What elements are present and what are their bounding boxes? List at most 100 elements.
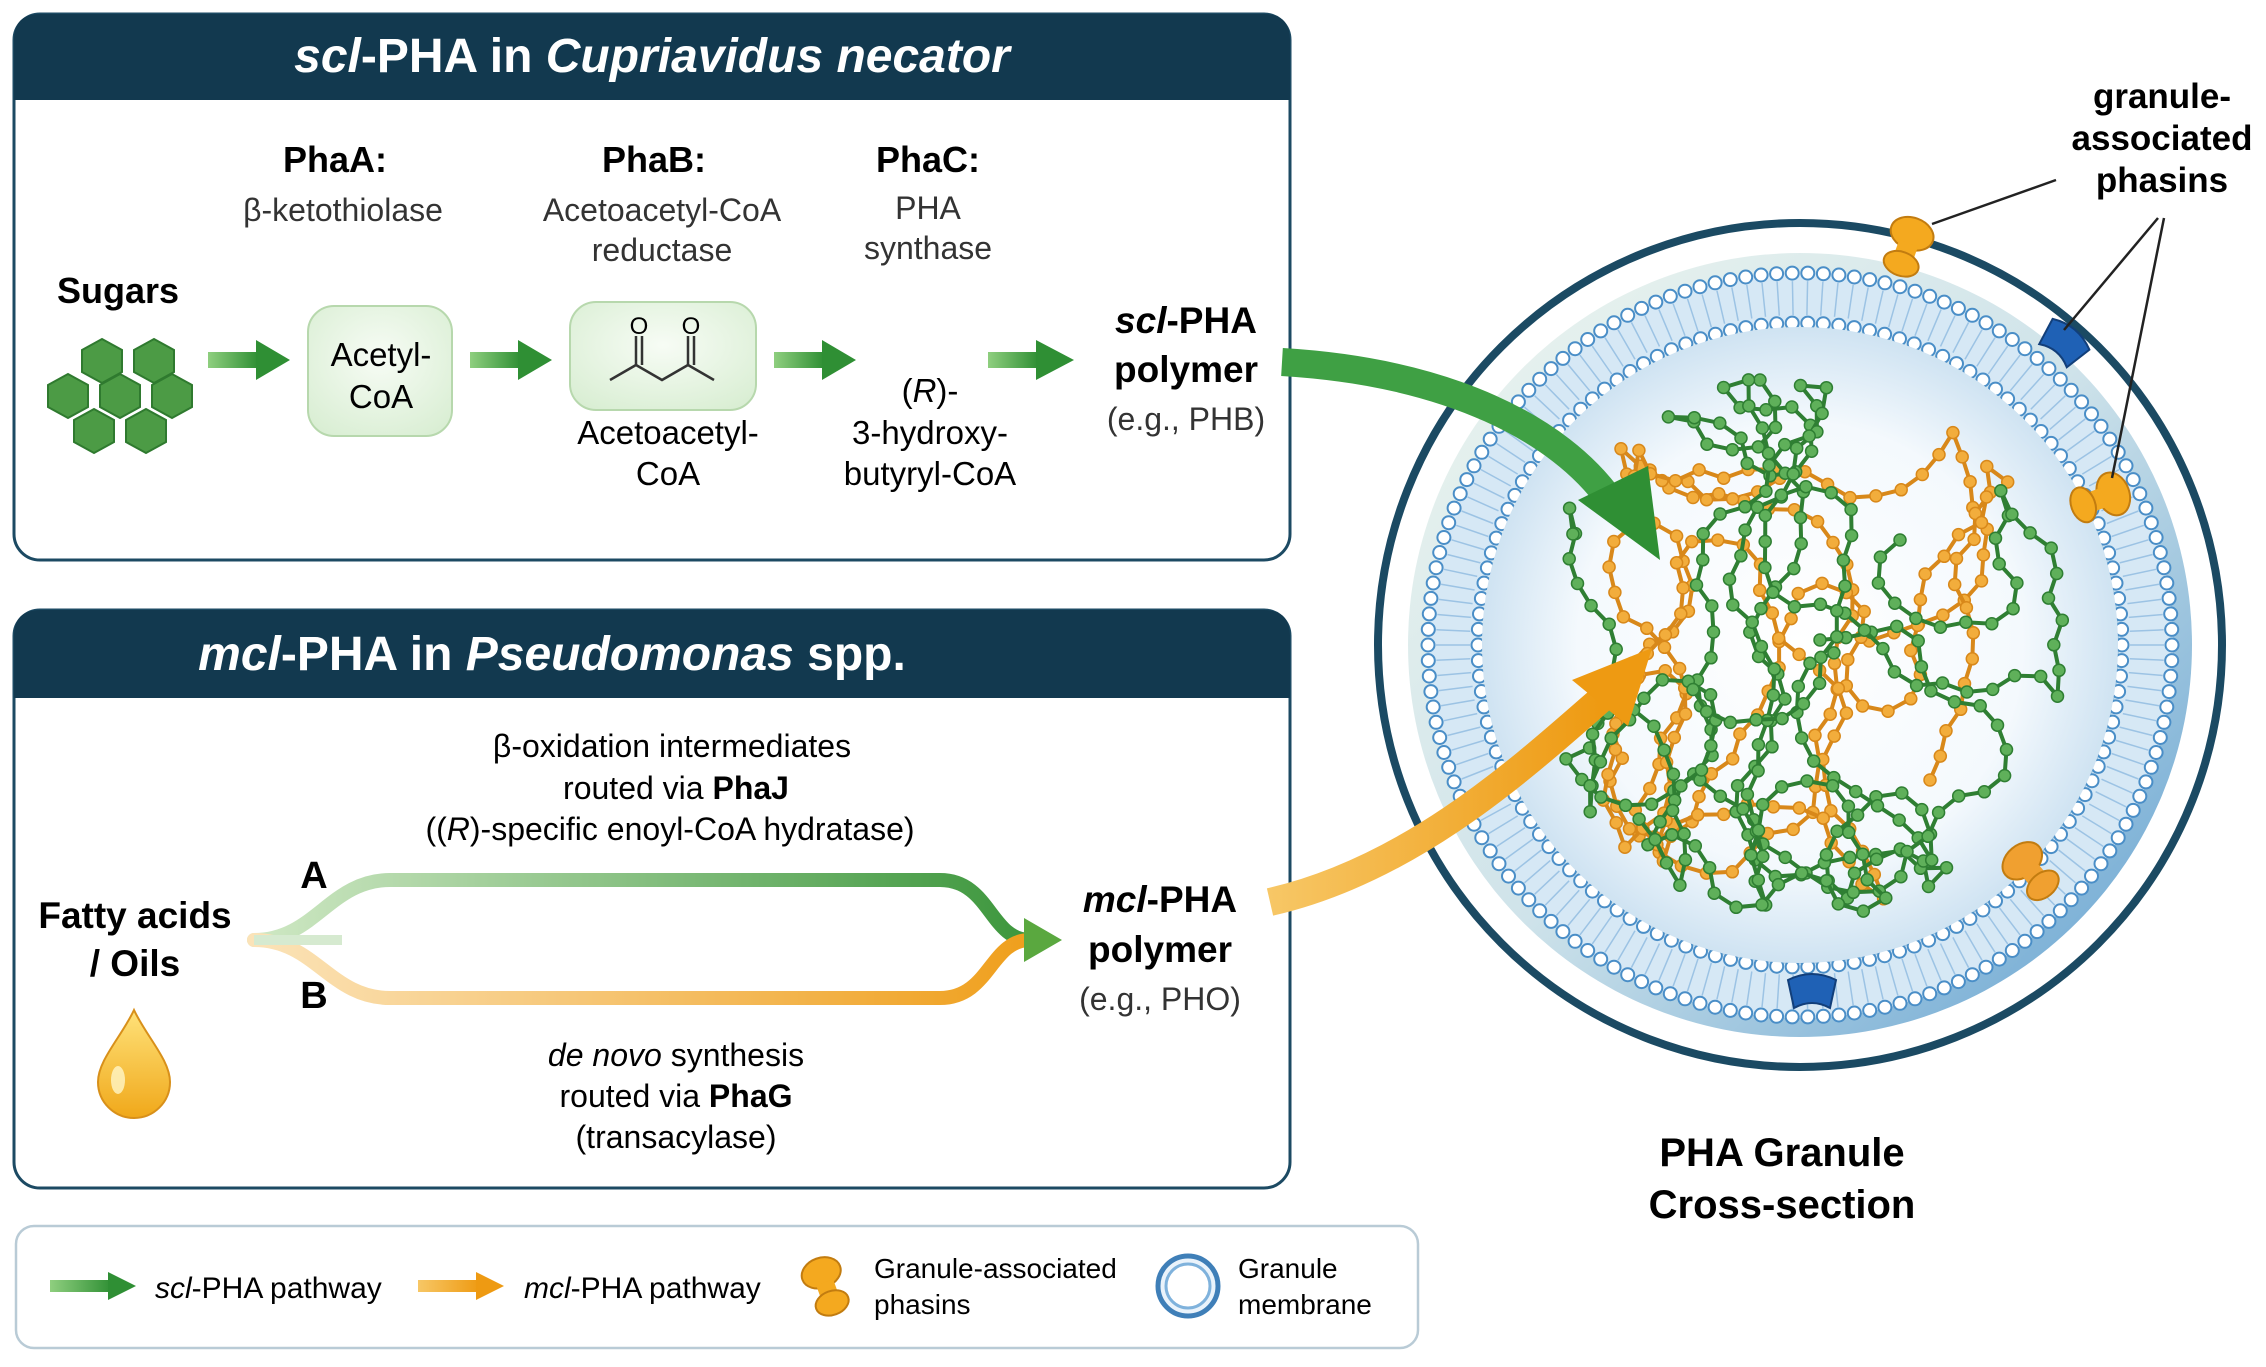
polymer-monomer bbox=[1601, 767, 1615, 782]
polymer-monomer bbox=[1705, 599, 1719, 613]
lipid-head bbox=[1800, 1009, 1816, 1025]
polymer-monomer bbox=[1777, 437, 1792, 452]
route-b-line3: (transacylase) bbox=[576, 1119, 777, 1155]
lipid-tail bbox=[1447, 553, 1481, 564]
polymer-monomer bbox=[1768, 394, 1782, 409]
scl-step-arrow-2 bbox=[470, 340, 552, 380]
polymer-monomer bbox=[1914, 659, 1929, 674]
lipid-tail bbox=[1874, 290, 1884, 324]
scl-product-example: (e.g., PHB) bbox=[1107, 401, 1265, 437]
polymer-monomer bbox=[1900, 844, 1914, 859]
polymer-monomer bbox=[1744, 848, 1758, 862]
lipid-head bbox=[2143, 515, 2159, 531]
lipid-tail bbox=[1544, 880, 1570, 906]
polymer-monomer bbox=[1716, 380, 1731, 395]
polymer-monomer bbox=[1640, 621, 1654, 636]
scl-product-line1: scl-PHA bbox=[1115, 300, 1257, 341]
polymer-monomer bbox=[2055, 613, 2070, 627]
polymer-monomer bbox=[1793, 510, 1808, 525]
lipid-head bbox=[2084, 868, 2099, 884]
polymer-monomer bbox=[1894, 483, 1908, 497]
lipid-head bbox=[2074, 880, 2090, 896]
lipid-tail bbox=[1505, 838, 1534, 860]
lipid-head bbox=[1862, 1002, 1878, 1018]
polymer-monomer bbox=[1644, 797, 1659, 811]
lipid-head bbox=[1707, 999, 1723, 1015]
lipid-tail bbox=[1998, 907, 2021, 936]
polymer-monomer bbox=[1909, 678, 1924, 693]
lipid-head bbox=[2093, 418, 2109, 434]
route-a-path bbox=[247, 873, 1037, 947]
lipid-tail bbox=[1927, 948, 1942, 981]
lipid-head bbox=[1877, 275, 1893, 291]
lipid-head bbox=[1648, 980, 1664, 996]
polymer-monomer bbox=[2041, 591, 2056, 605]
polymer-monomer bbox=[1767, 662, 1782, 676]
polymer-monomer bbox=[1665, 827, 1679, 842]
polymer-monomer bbox=[1700, 437, 1714, 451]
lipid-head bbox=[1425, 699, 1441, 715]
polymer-monomer bbox=[1787, 561, 1801, 576]
lipid-head bbox=[1532, 371, 1548, 387]
polymer-monomer bbox=[1686, 490, 1700, 505]
polymer-monomer bbox=[1622, 822, 1637, 836]
polymer-monomer bbox=[1976, 548, 1991, 562]
polymer-monomer bbox=[1665, 803, 1680, 818]
route-a-line2: routed via PhaJ bbox=[563, 770, 789, 806]
legend-phasin-line1: Granule-associated bbox=[874, 1253, 1117, 1284]
lipid-tail bbox=[2106, 510, 2139, 525]
lipid-head bbox=[1784, 265, 1800, 281]
lipid-tail bbox=[1716, 290, 1726, 324]
lipid-tail bbox=[1579, 354, 1602, 383]
polymer-monomer bbox=[1806, 754, 1821, 768]
polymer-monomer bbox=[1924, 853, 1939, 867]
polymer-monomer bbox=[1813, 633, 1827, 647]
lipid-tail bbox=[1524, 860, 1551, 884]
polymer-monomer bbox=[1951, 789, 1966, 803]
polymer-monomer bbox=[1766, 688, 1781, 702]
polymer-monomer bbox=[1827, 646, 1841, 660]
polymer-monomer bbox=[1831, 681, 1846, 696]
polymer-monomer bbox=[1749, 713, 1763, 727]
lipid-tail bbox=[1987, 345, 2009, 375]
lipid-tail bbox=[1861, 287, 1869, 321]
polymer-monomer bbox=[1593, 755, 1608, 769]
polymer-monomer bbox=[1752, 583, 1767, 598]
polymer-monomer bbox=[1946, 425, 1960, 440]
legend: scl-PHA pathway mcl-PHA pathway Granule-… bbox=[14, 1224, 1420, 1350]
polymer-monomer bbox=[1751, 764, 1765, 778]
polymer-monomer bbox=[1804, 444, 1819, 458]
lipid-tail bbox=[1440, 699, 1475, 707]
lipid-head bbox=[2148, 530, 2164, 545]
lipid-head bbox=[1459, 472, 1475, 488]
lipid-head bbox=[1877, 999, 1893, 1015]
lipid-tail bbox=[1731, 969, 1739, 1003]
substrate-sugars: Sugars bbox=[57, 270, 179, 311]
polymer-monomer bbox=[1751, 823, 1766, 838]
polymer-monomer bbox=[1857, 604, 1871, 619]
polymer-monomer bbox=[1609, 815, 1623, 830]
polymer-monomer bbox=[1766, 585, 1780, 600]
lipid-tail bbox=[1701, 962, 1713, 996]
lipid-head bbox=[1815, 266, 1831, 282]
acetyl-coa-box bbox=[307, 305, 453, 437]
mcl-panel-title: mcl-PHA in Pseudomonas spp. bbox=[198, 628, 906, 681]
polymer-monomer bbox=[1830, 630, 1844, 644]
lipid-tail bbox=[2111, 524, 2145, 538]
lipid-head bbox=[1662, 986, 1678, 1002]
lipid-head bbox=[1606, 959, 1622, 975]
legend-phasin-line2: phasins bbox=[874, 1289, 971, 1320]
lipid-tail bbox=[2125, 699, 2160, 707]
lipid-head bbox=[2163, 668, 2179, 684]
legend-phasin-icon bbox=[800, 1256, 850, 1317]
lipid-tail bbox=[2129, 629, 2164, 632]
polymer-monomer bbox=[1959, 600, 1974, 615]
lipid-head bbox=[2029, 350, 2045, 366]
polymer-monomer bbox=[1792, 647, 1806, 662]
lipid-tail bbox=[2049, 860, 2076, 884]
lipid-tail bbox=[1761, 973, 1767, 1008]
lipid-head bbox=[2004, 943, 2020, 958]
polymer-monomer bbox=[1755, 797, 1770, 812]
polymer-monomer bbox=[2033, 669, 2048, 684]
polymer-monomer bbox=[1836, 553, 1851, 567]
